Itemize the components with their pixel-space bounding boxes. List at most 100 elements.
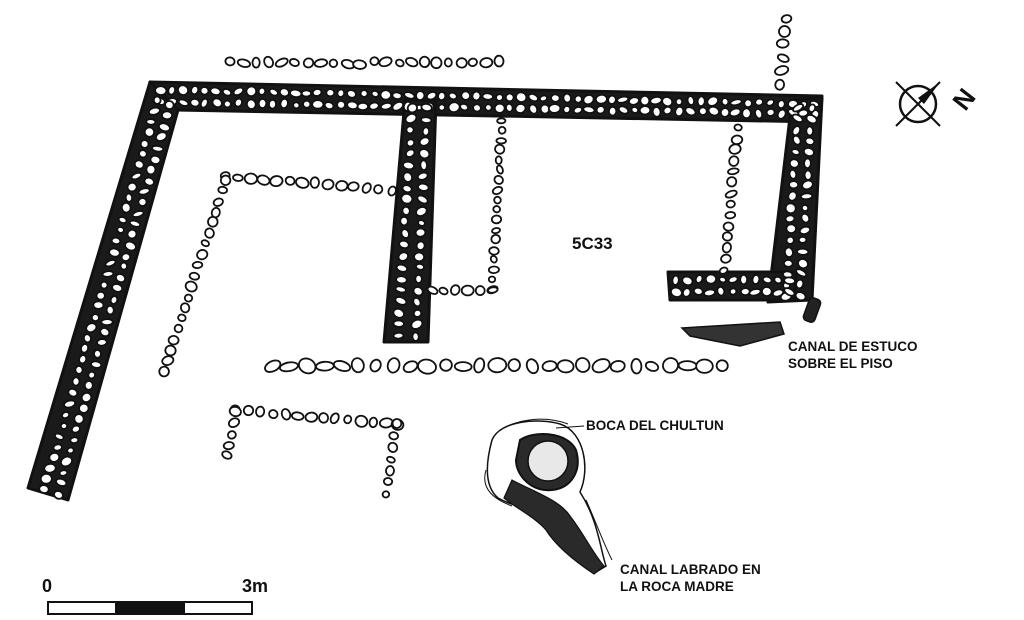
wall-stone [379,89,392,101]
stone-room-east [388,431,399,441]
wall-stone [145,118,157,126]
wall-stone [754,97,764,107]
wall-stone [785,223,797,235]
stone-row-central-east [488,246,500,256]
wall-stone [681,275,694,287]
wall-stone [804,136,816,146]
wall-stone [43,462,57,474]
west-wall [26,80,180,502]
wall-stone [268,87,279,97]
wall-stone [66,446,75,455]
wall-stone [771,288,785,298]
wall-stone [728,107,742,118]
wall-stone [405,125,415,135]
stone-row-inner-west [188,271,201,281]
wall-stone [48,451,61,463]
stone-row-top-right [418,55,431,68]
stone-alignments [158,14,793,499]
wall-stone [799,192,814,201]
wall-stone [55,477,68,487]
stone-row-central-east [495,164,504,175]
wall-stone [161,110,173,121]
wall-stone [628,96,640,106]
wall-stone [788,168,798,180]
wall-stone [493,102,506,114]
wall-stone [391,101,405,112]
wall-stone [120,252,132,262]
stone-row-south [507,358,521,372]
stone-row-south [715,359,729,373]
stone-row-south [541,360,558,372]
wall-stone [791,125,802,137]
wall-stone [805,114,818,125]
wall-stone [120,202,132,214]
wall-stone [669,286,683,298]
stone-row-central-base [426,285,439,295]
stone-row-south [350,357,365,374]
wall-stone [90,313,100,323]
label-canal-estuco-line2: SOBRE EL PISO [788,356,893,371]
wall-stone [784,202,797,215]
stone-row-east-inner [722,221,735,232]
wall-stone [104,259,117,268]
stone-row-inner-north [373,184,384,195]
stone-row-inner-west [184,280,198,293]
stone-room-east [386,455,396,464]
wall-stone [783,276,796,285]
wall-stone [707,105,720,117]
stone-row-east-inner [720,253,732,264]
stone-column-ne [774,78,786,91]
stone-row-central-base [449,284,461,296]
stone-row-top-right [467,57,478,67]
stone-row-south [453,361,473,373]
wall-stone [105,304,115,316]
stone-row-top-right [493,54,505,68]
stone-row-inner-west [204,227,215,239]
stone-row-top-right [455,57,468,69]
wall-stone [773,275,783,285]
wall-stone [117,216,128,224]
wall-stone [399,215,409,227]
stone-row-south [386,357,401,374]
stone-row-inner-west [167,334,180,346]
stone-row-south [677,360,698,372]
stone-row-central-east [497,126,507,135]
wall-stone [379,101,393,111]
stone-column-ne [780,14,793,24]
stone-row-central-east [493,174,504,185]
wall-stone [790,148,801,156]
stone-row-south [487,357,508,374]
wall-stone [437,103,446,112]
stone-row-south [695,358,714,374]
wall-stone [607,105,618,117]
stone-room-west [227,417,241,429]
wall-stone [801,179,814,191]
stone-row-top-left [263,55,274,69]
wall-stone [311,88,323,97]
stone-row-top-left [352,59,367,70]
stone-row-inner-north [269,175,284,188]
wall-stone [71,376,81,387]
stone-row-inner-west [164,344,177,357]
stone-row-inner-north [256,174,271,186]
wall-stone [417,219,426,227]
wall-stone [803,169,813,181]
wall-stone [765,98,775,107]
wall-stone [130,171,143,181]
stone-row-inner-north [361,182,372,194]
stone-row-top-left [251,56,261,69]
wall-stone [416,194,429,205]
stone-row-inner-west [183,293,194,303]
stone-row-inner-north [295,176,310,189]
wall-stone [692,286,704,296]
wall-stone [292,101,301,110]
stone-room-north [368,416,379,429]
wall-stone [323,101,335,111]
wall-stone [791,113,804,124]
stone-row-inner-north [232,173,244,182]
label-canal-estuco-line1: CANAL DE ESTUCO [788,339,918,354]
wall-stone [437,91,447,102]
stone-row-central-east [490,214,503,225]
wall-stone [416,171,429,181]
stone-row-east-inner [721,231,733,242]
